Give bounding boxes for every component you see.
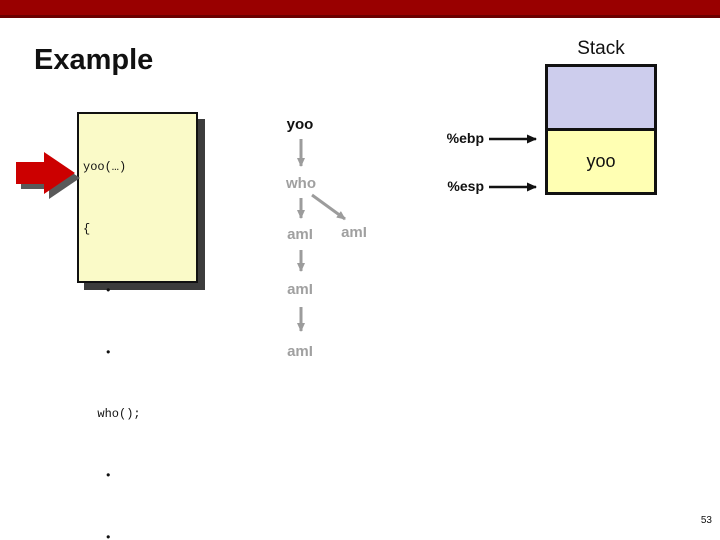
call-chain-node-who: who [286, 175, 316, 192]
page-title: Example [34, 44, 154, 76]
stack-box: yoo [545, 64, 657, 195]
page-number: 53 [700, 515, 712, 526]
code-line: • [83, 283, 112, 298]
call-chain-node-amI-right: amI [341, 224, 367, 241]
stack-frame-label: yoo [586, 151, 616, 171]
register-label-ebp: %ebp [446, 130, 484, 146]
red-pointer-arrow-shadow [21, 157, 80, 199]
call-chain-node-amI-1: amI [287, 226, 313, 243]
code-box: yoo(…) { • • who(); • • } [77, 112, 198, 540]
code-line: yoo(…) [83, 160, 127, 175]
code-line: • [83, 530, 112, 540]
stack-frame-yoo: yoo [548, 131, 654, 192]
call-chain-node-amI-2: amI [287, 281, 313, 298]
code-line: • [83, 345, 112, 360]
code-line: • [83, 469, 112, 484]
stack-caller-region [548, 67, 654, 131]
code-line: who(); [83, 407, 141, 422]
code-listing: yoo(…) { • • who(); • • } [79, 114, 196, 540]
red-pointer-arrow-body [16, 152, 75, 194]
call-chain-node-yoo: yoo [286, 116, 314, 133]
stack-title: Stack [577, 38, 625, 59]
register-label-esp: %esp [447, 178, 484, 194]
call-arrow-who-amI-right [311, 193, 346, 221]
code-line: { [83, 221, 91, 236]
red-pointer-arrow [16, 152, 80, 199]
top-red-bar [0, 0, 720, 15]
call-chain-node-amI-3: amI [287, 343, 313, 360]
top-red-bar-edge [0, 15, 720, 18]
